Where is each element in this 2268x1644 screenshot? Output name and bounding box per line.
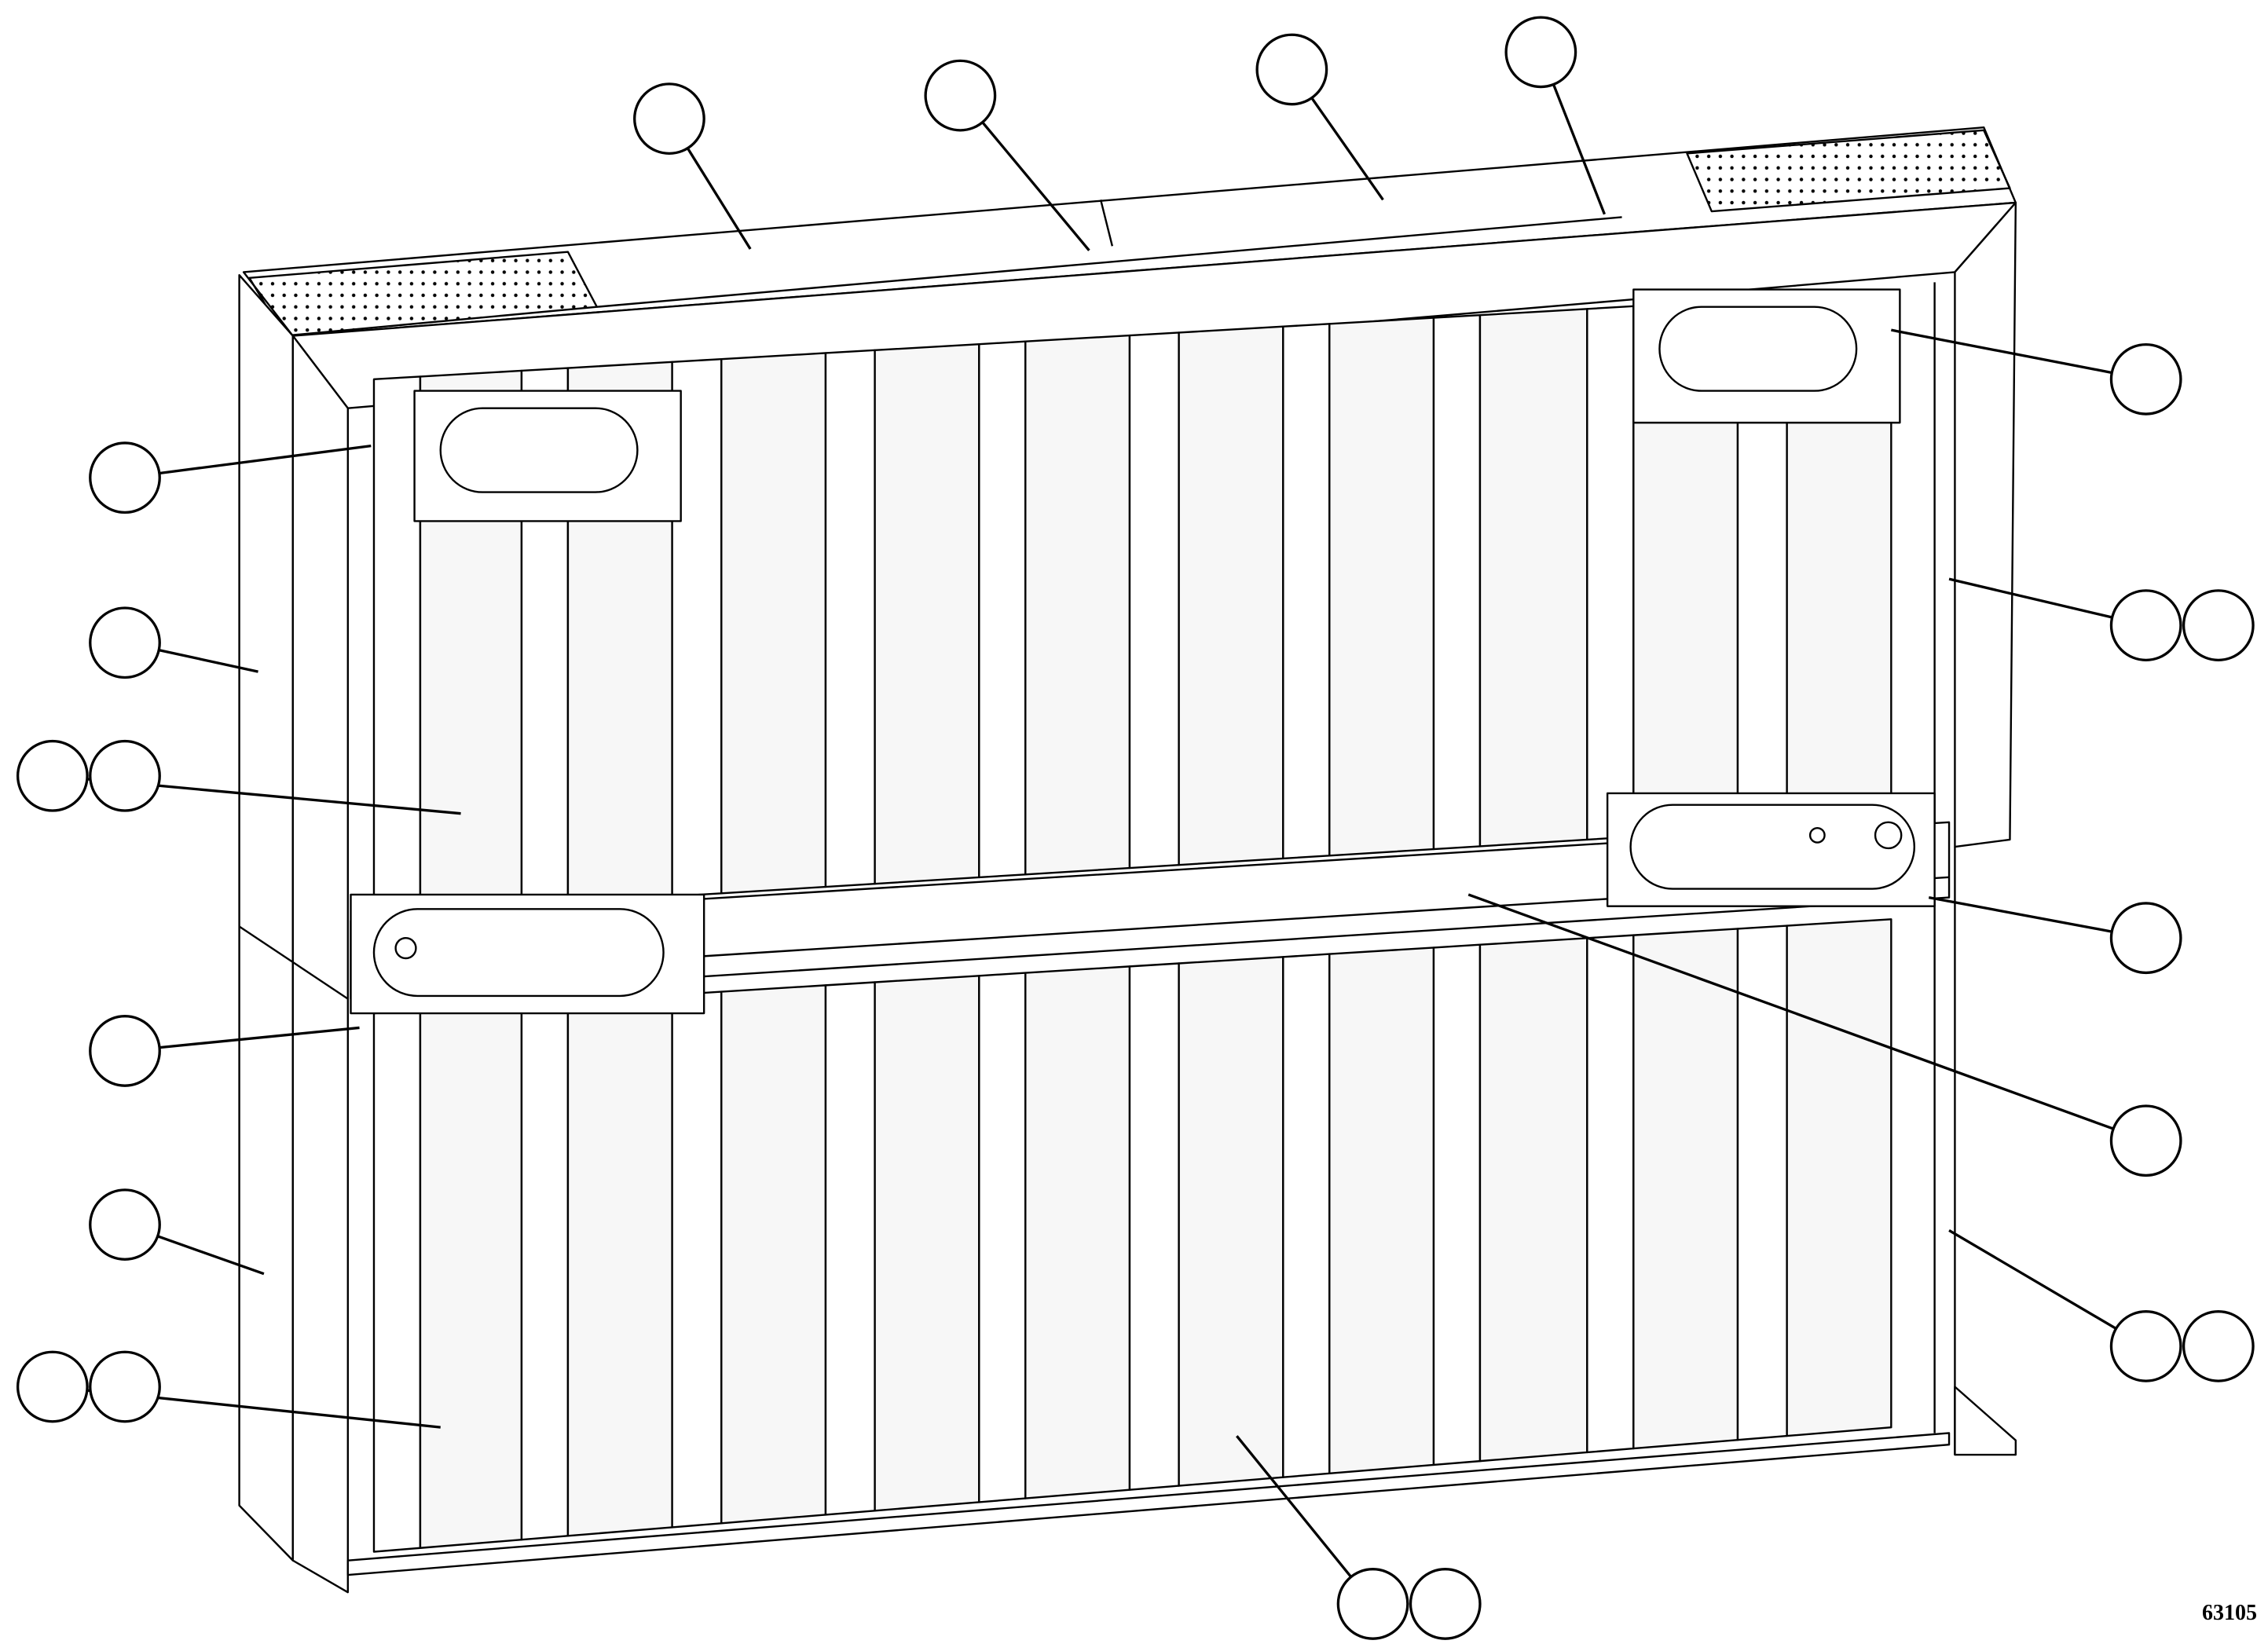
callout-balloon-right-upper-bracket: [2109, 342, 2182, 416]
callout-balloon-top-d: [1504, 16, 1577, 89]
perforated-plate-right: [1686, 129, 2011, 213]
upper-panel-slat: [1586, 305, 1635, 841]
lower-panel-slat: [372, 1009, 422, 1553]
callout-balloon-left-upper-corner: [89, 441, 161, 514]
callout-leader: [686, 147, 752, 250]
lower-panel-slat: [566, 994, 673, 1537]
callout-balloon-right-mid-bracket: [2109, 902, 2182, 975]
callout-leader: [157, 1235, 265, 1276]
lower-panel-slat: [520, 1000, 570, 1541]
callout-balloon-top-a: [633, 82, 705, 156]
lower-panel-slat: [1328, 946, 1435, 1475]
callout-balloon-left-upper-post: [89, 606, 161, 679]
upper-panel-slat: [978, 340, 1027, 879]
duct-bracket-upper-right: [1632, 288, 1901, 424]
lower-panel-slat: [1128, 962, 1180, 1491]
lower-panel-slat: [720, 984, 827, 1525]
upper-panel-slat: [1178, 325, 1284, 866]
upper-panel-slat: [1128, 331, 1180, 870]
lower-panel-slat: [874, 975, 980, 1512]
callout-balloon-right-lower-post-pair: [2109, 1310, 2255, 1382]
callout-balloon-top-c: [1255, 33, 1328, 106]
upper-panel-slat: [1328, 317, 1435, 857]
callout-balloon-right-upper-post-pair: [2109, 589, 2255, 662]
callout-leader: [1236, 1435, 1353, 1578]
lower-panel-slat: [1786, 918, 1892, 1437]
callout-leader: [159, 444, 372, 475]
duct-bracket-mid-right: [1606, 792, 1936, 907]
upper-panel-slat: [1024, 334, 1131, 876]
lower-panel-slat: [1024, 965, 1131, 1499]
lower-panel-slat: [1736, 925, 1788, 1441]
upper-panel-slat: [720, 352, 827, 895]
lower-panel-slat: [1178, 956, 1284, 1487]
callout-leader: [1891, 328, 2112, 375]
left-upright: [238, 273, 294, 1562]
lower-panel-slat: [824, 981, 876, 1516]
drawing-number: 63105: [2202, 1601, 2257, 1625]
lower-panel-slat: [671, 990, 723, 1529]
lower-panel-slat: [978, 972, 1027, 1503]
lower-panel-slat: [1478, 937, 1588, 1463]
callout-leader: [1552, 83, 1606, 215]
callout-leader: [1948, 1229, 2117, 1330]
upper-panel-slat: [1478, 308, 1588, 848]
callout-balloon-left-mid-bracket: [89, 1015, 161, 1087]
upper-panel-slat: [372, 375, 422, 916]
lower-panel-row: [372, 918, 1892, 1553]
lower-panel-slat: [1586, 934, 1635, 1454]
callout-leader: [1948, 577, 2113, 619]
callout-leader: [158, 649, 258, 673]
callout-leader: [159, 1026, 360, 1049]
callout-balloon-left-upper-panel-pair: [16, 739, 161, 812]
callout-leader: [1310, 97, 1384, 201]
callout-leader: [1928, 895, 2112, 933]
callout-balloon-left-lower-post: [89, 1188, 161, 1261]
upper-panel-slat: [1282, 323, 1331, 860]
lower-panel-slat: [1432, 943, 1482, 1466]
lower-panel-slat: [1632, 928, 1739, 1450]
callout-leader: [1467, 893, 2114, 1130]
lower-panel-slat: [1282, 953, 1331, 1478]
upper-panel-slat: [824, 349, 876, 888]
upper-panel-slat: [874, 342, 980, 885]
upper-panel-slat: [1432, 313, 1482, 851]
duct-bracket-upper-left: [413, 390, 682, 522]
callout-balloon-center-beam: [2109, 1104, 2182, 1177]
bottom-rail: [346, 1432, 1951, 1576]
callout-balloon-left-lower-panel-pair: [16, 1350, 161, 1423]
lower-panel-slat: [419, 1003, 523, 1549]
duct-bracket-mid-left: [350, 893, 705, 1015]
callout-balloon-top-b: [924, 59, 997, 132]
right-upright: [1954, 201, 2017, 848]
left-upright-face: [291, 335, 350, 1594]
callout-leader: [981, 121, 1090, 251]
callout-balloon-bottom-panel-pair: [1336, 1568, 1482, 1640]
